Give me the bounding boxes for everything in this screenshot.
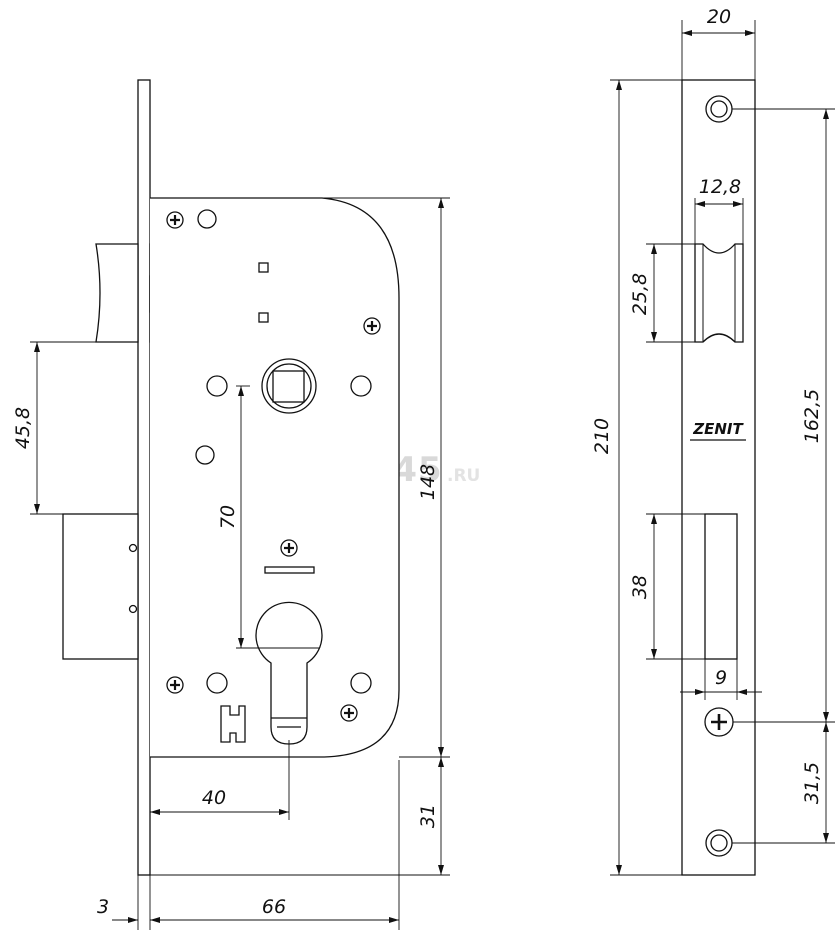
right-dimensions [610,20,835,876]
dim-66: 66 [262,896,286,918]
right-dimension-labels: 20 12,8 25,8 210 162,5 38 9 31,5 [591,6,823,804]
dim-70: 70 [217,505,239,529]
screw-right-icon [363,317,381,335]
dim-40: 40 [202,787,226,809]
hole-icon [195,445,215,465]
faceplate-front [681,79,756,876]
tumbler [220,705,246,743]
spindle-hub [261,358,317,414]
dim-20: 20 [707,6,731,28]
hole-icon [206,375,228,397]
zenit-logo: ZENIT [692,420,744,438]
screw-bottom-left-icon [166,676,184,694]
dim-9: 9 [715,667,727,689]
dim-25-8: 25,8 [629,273,651,315]
dim-31: 31 [417,804,439,828]
hole-icon [206,672,228,694]
bolt-window [704,513,738,660]
hole-icon [197,209,217,229]
square-slot [258,262,269,273]
hole-icon [350,375,372,397]
dim-162-5: 162,5 [801,389,823,443]
latch-window [694,243,744,343]
screw-center-icon [280,539,298,557]
faceplate [137,79,151,876]
slot [264,566,315,574]
screw-top-icon [166,211,184,229]
faceplate-front-view: ZENIT [681,79,756,876]
lock-side-view [62,79,400,876]
dim-12-8: 12,8 [699,176,741,198]
lock-body [150,197,400,758]
left-dimension-labels: 148 31 66 3 40 70 45,8 [12,407,439,918]
left-dimensions [30,197,450,930]
hole-icon [350,672,372,694]
screw-bottom-right-icon [340,704,358,722]
watermark-domain: .RU [447,466,480,486]
dead-bolt [62,513,139,660]
dim-31-5: 31,5 [801,762,823,804]
square-slot [258,312,269,323]
dim-45-8: 45,8 [12,407,34,449]
dim-148: 148 [417,464,439,500]
dim-210: 210 [591,418,613,454]
dim-38: 38 [629,575,651,599]
dim-3: 3 [97,896,109,918]
